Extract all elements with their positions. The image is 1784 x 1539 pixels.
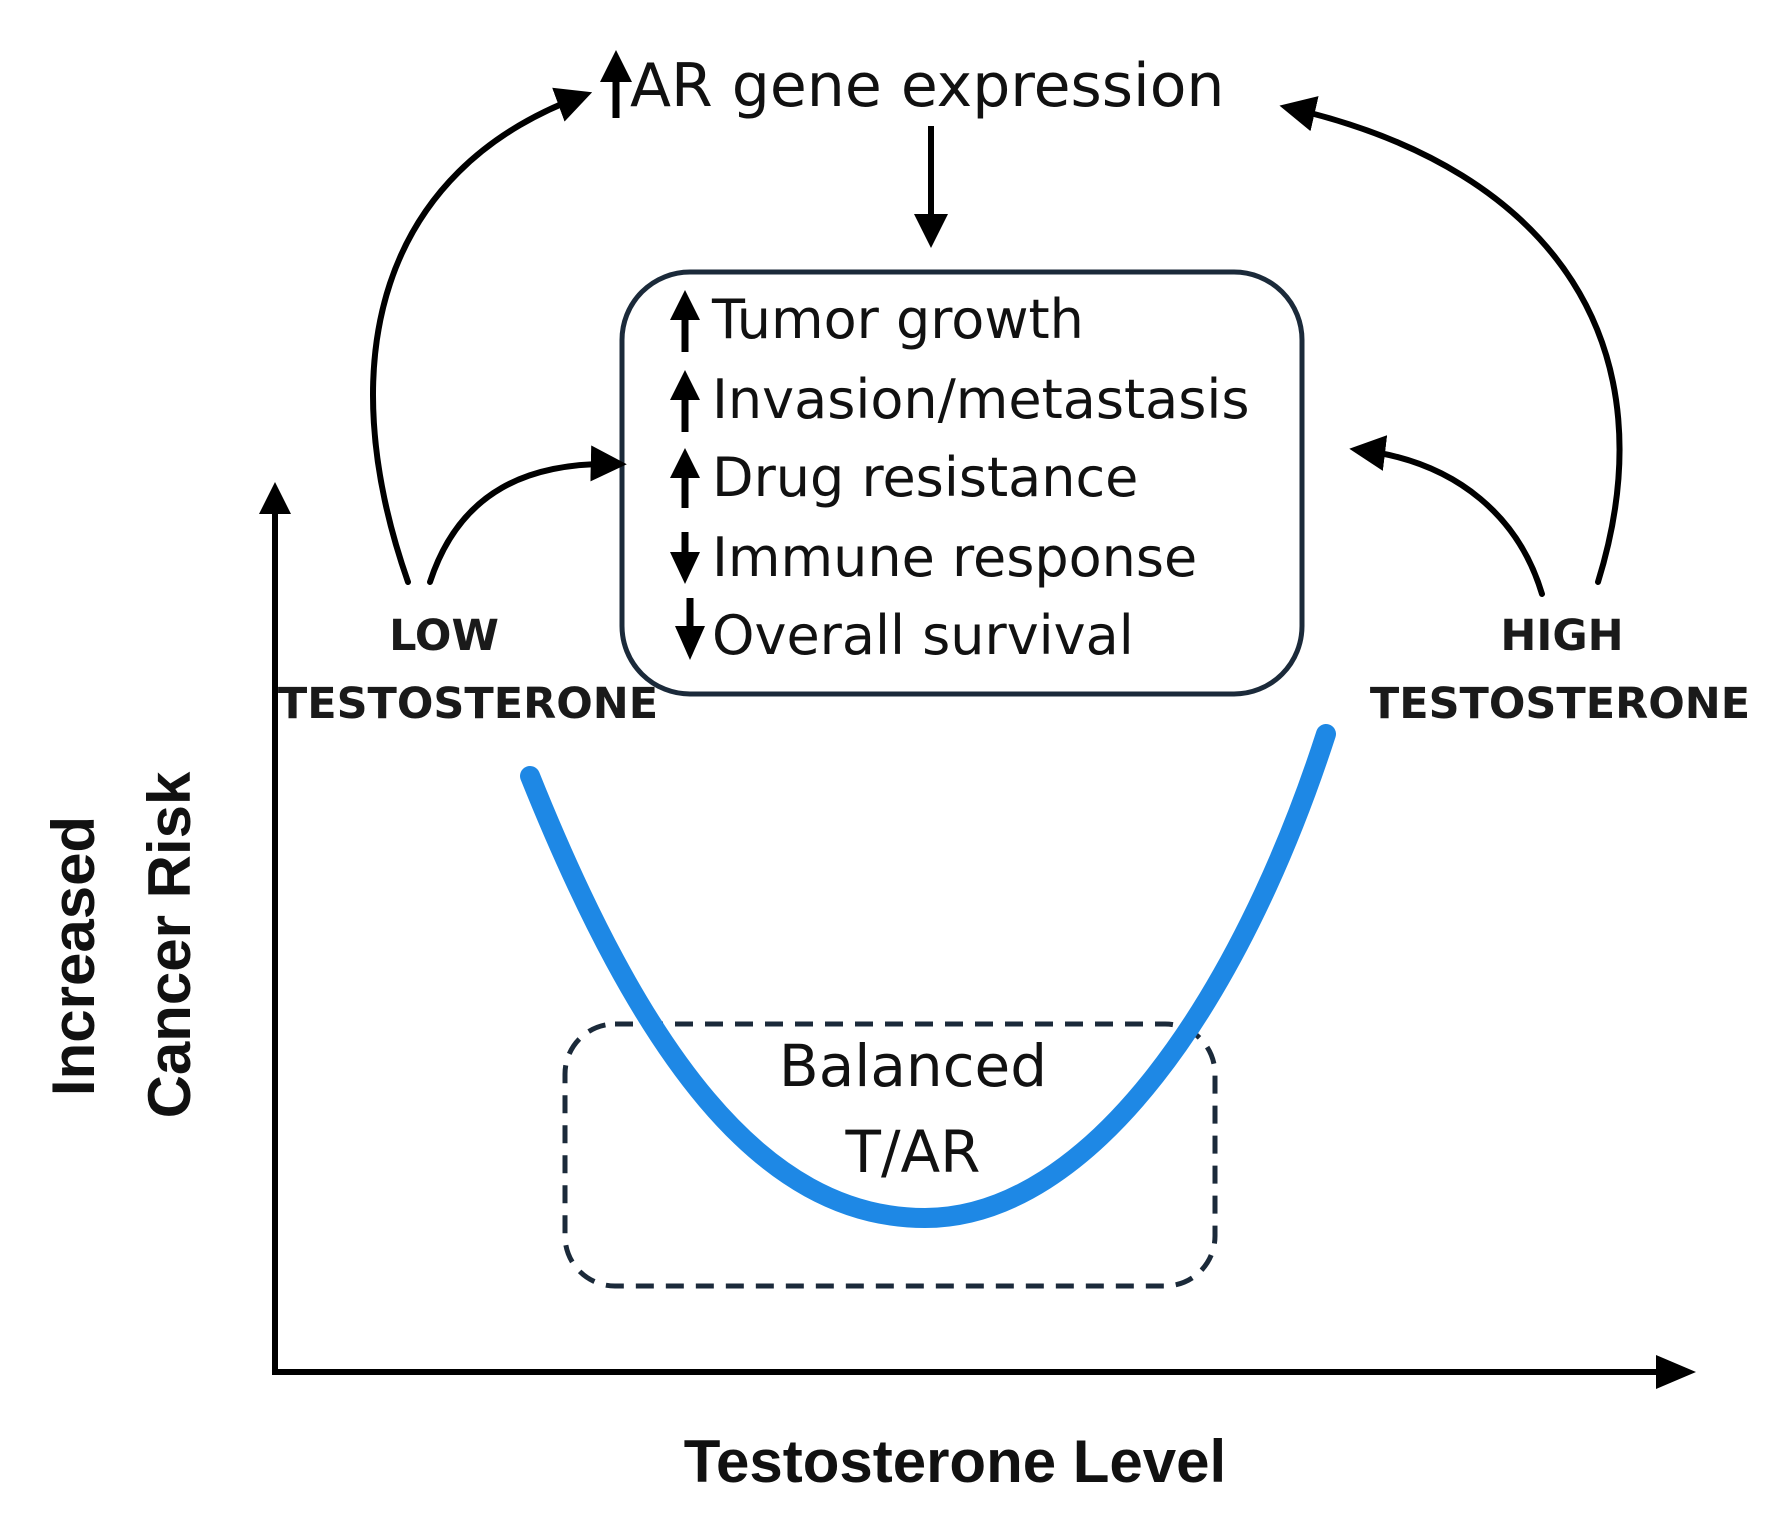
svg-text:Cancer Risk: Cancer Risk (136, 771, 203, 1118)
effect-label: Tumor growth (711, 288, 1084, 351)
low-testosterone-label: LOW TESTOSTERONE (278, 611, 658, 729)
ar-expression-group: AR gene expression (600, 50, 1224, 121)
svg-text:Increased: Increased (40, 816, 107, 1096)
svg-text:HIGH: HIGH (1500, 611, 1623, 661)
high-testosterone-label: HIGH TESTOSTERONE (1370, 611, 1750, 729)
svg-text:LOW: LOW (389, 611, 499, 661)
svg-text:T/AR: T/AR (845, 1118, 981, 1186)
svg-text:Balanced: Balanced (779, 1032, 1047, 1100)
effect-item: Overall survival (675, 598, 1134, 667)
effects-box (619, 269, 1305, 697)
up-arrow-icon (670, 290, 700, 352)
high-to-box-arrow (1349, 435, 1545, 597)
effect-label: Drug resistance (712, 446, 1138, 509)
effect-item: Immune response (670, 526, 1197, 589)
effect-label: Overall survival (712, 604, 1134, 667)
up-arrow-icon (670, 370, 700, 432)
effect-label: Invasion/metastasis (712, 368, 1250, 431)
risk-curve (520, 724, 1336, 1229)
effect-item: Tumor growth (670, 288, 1084, 352)
down-arrow-icon (670, 532, 700, 584)
y-axis (259, 482, 291, 1374)
up-arrow-icon (600, 50, 632, 118)
up-arrow-icon (670, 448, 700, 508)
balanced-label: Balanced T/AR (779, 1032, 1047, 1186)
effect-item: Drug resistance (670, 446, 1138, 509)
y-axis-label: Increased Cancer Risk (40, 771, 203, 1118)
effect-label: Immune response (712, 526, 1197, 589)
low-to-box-arrow (427, 445, 627, 585)
down-arrow-to-box (914, 126, 948, 248)
x-axis-label: Testosterone Level (684, 1428, 1226, 1495)
ar-expression-label: AR gene expression (630, 51, 1224, 121)
svg-text:TESTOSTERONE: TESTOSTERONE (278, 679, 658, 729)
down-arrow-icon (675, 598, 705, 660)
effects-list: Tumor growth Invasion/metastasis Drug re… (670, 288, 1250, 667)
svg-text:TESTOSTERONE: TESTOSTERONE (1370, 679, 1750, 729)
x-axis (272, 1355, 1696, 1389)
balanced-box (562, 1021, 1218, 1289)
effect-item: Invasion/metastasis (670, 368, 1250, 432)
low-to-ar-arrow (370, 87, 593, 585)
high-to-ar-arrow (1279, 96, 1623, 585)
